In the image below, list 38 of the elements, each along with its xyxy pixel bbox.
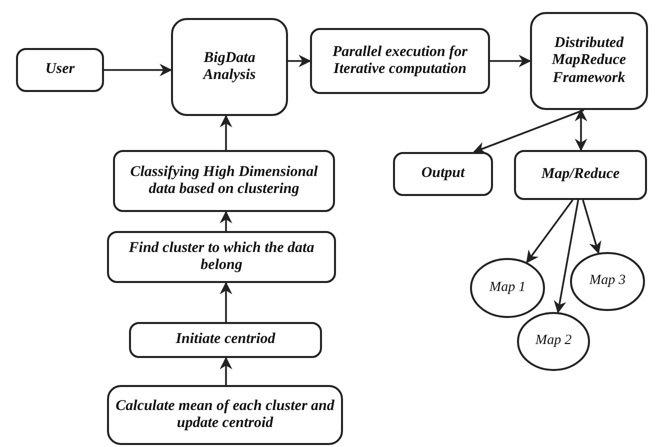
node-label: Map 2 [535,333,572,350]
process-box [530,12,648,110]
node-label: Distributed MapReduce Framework [550,35,628,87]
process-box [310,28,490,94]
arrow [472,109,584,154]
process-box [171,18,288,116]
node-label: Parallel execution for Iterative computation [332,44,468,78]
node-label: Map/Reduce [541,166,620,184]
arrow [490,54,532,68]
map-ellipse [570,252,645,311]
map-ellipse [517,312,590,371]
process-box [393,152,493,196]
process-box [107,385,343,445]
arrow [582,200,602,254]
arrow [574,108,588,152]
arrow [220,356,232,385]
arrow [104,64,172,76]
node-label: Initiate centriod [176,331,276,349]
map-ellipse [470,258,545,318]
node-label: User [45,61,75,79]
arrow [288,54,312,68]
node-label: BigData Analysis [202,50,257,84]
process-box [129,322,322,358]
node-label: Output [421,165,465,183]
node-label: Classifying High Dimensional data based on clustering [129,164,319,198]
node-label: Map 3 [589,273,626,290]
node-label: Find cluster to which the data belong [128,240,316,274]
node-label: Calculate mean of each cluster and update centroid [115,398,335,432]
process-box [107,231,336,283]
node-label: Map 1 [489,280,526,296]
arrow [554,200,580,314]
process-box [16,48,104,92]
arrow [526,199,574,264]
arrow [220,282,232,322]
arrow [220,210,232,231]
process-box [113,150,335,212]
process-box [514,150,647,200]
arrow [220,114,232,150]
